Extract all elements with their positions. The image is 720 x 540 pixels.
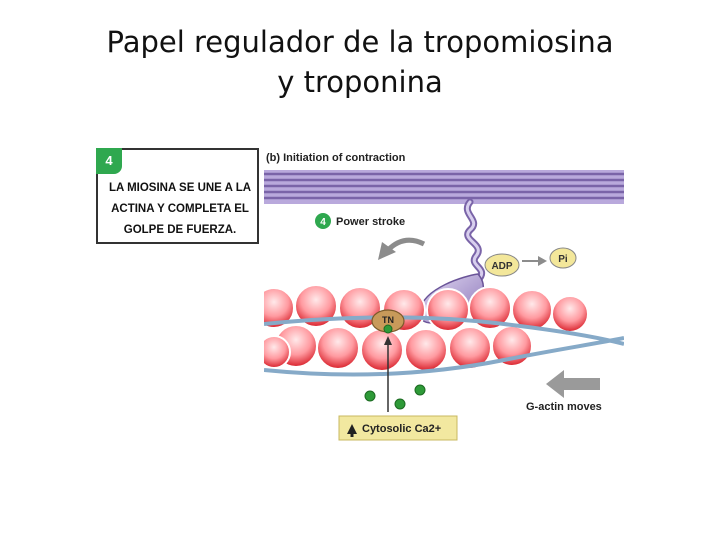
step-number-badge: 4 bbox=[96, 148, 122, 174]
tropomyosin-strand bbox=[264, 315, 624, 346]
step-box: 4 LA MIOSINA SE UNE A LA ACTINA Y COMPLE… bbox=[96, 148, 259, 244]
g-actin-label: G-actin moves bbox=[526, 401, 602, 413]
g-actin-arrow bbox=[562, 378, 600, 390]
power-stroke-label: 4 Power stroke bbox=[315, 213, 405, 229]
contraction-diagram: (b) Initiation of contraction 4 Power st… bbox=[264, 152, 624, 441]
tropomyosin-strand-lower bbox=[264, 336, 624, 377]
cytosolic-calcium-label: Cytosolic Ca2+ bbox=[362, 423, 441, 435]
troponin-label: TN bbox=[382, 315, 394, 325]
bound-calcium-ion bbox=[383, 324, 393, 334]
title-line-2: y troponina bbox=[277, 65, 443, 99]
calcium-ion bbox=[414, 384, 426, 396]
power-stroke-arrowhead bbox=[378, 242, 396, 260]
calcium-ion bbox=[364, 390, 376, 402]
pi-molecule bbox=[549, 247, 577, 269]
power-stroke-arrow bbox=[386, 237, 426, 252]
slide-title: Papel regulador de la tropomiosina y tro… bbox=[0, 22, 720, 102]
diagram-heading: (b) Initiation of contraction bbox=[266, 152, 406, 164]
adp-molecule bbox=[484, 253, 520, 277]
cytosolic-calcium-box bbox=[338, 415, 458, 441]
calcium-ion bbox=[394, 398, 406, 410]
pi-label: Pi bbox=[558, 254, 568, 265]
title-line-1: Papel regulador de la tropomiosina bbox=[106, 25, 614, 59]
adp-label: ADP bbox=[491, 261, 512, 272]
thick-filament bbox=[264, 170, 624, 204]
power-stroke-text: Power stroke bbox=[336, 216, 405, 228]
power-stroke-number: 4 bbox=[320, 217, 326, 228]
step-description: LA MIOSINA SE UNE A LA ACTINA Y COMPLETA… bbox=[108, 182, 252, 236]
